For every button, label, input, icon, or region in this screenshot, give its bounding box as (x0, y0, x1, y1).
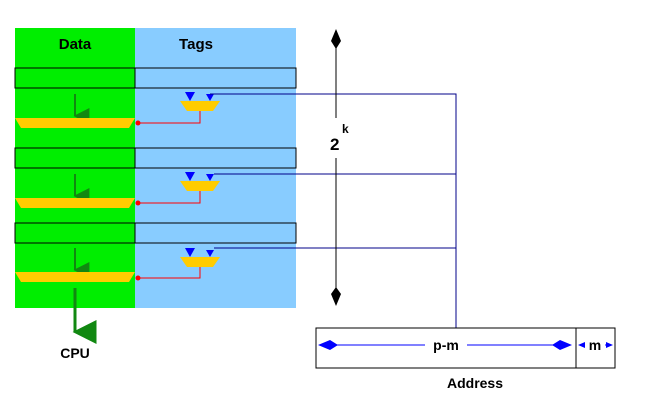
select-line (138, 267, 201, 279)
address-caption: Address (447, 375, 503, 391)
multiplexer-icon (15, 118, 135, 128)
address-low-field: m (589, 337, 601, 353)
cache-bank-3 (14, 222, 297, 282)
size-exponent: k (342, 122, 349, 136)
select-dot (135, 200, 141, 206)
select-line (138, 111, 201, 124)
tag-line (134, 67, 297, 89)
multiplexer-icon (15, 272, 135, 282)
tags-header: Tags (179, 36, 213, 53)
size-base: 2 (330, 135, 339, 154)
cache-bank-2 (14, 147, 297, 208)
tag-line (134, 222, 297, 244)
select-dot (135, 120, 141, 126)
comparator-icon (180, 248, 220, 267)
high-field-label-bg (425, 336, 467, 354)
comparator-icon (180, 92, 220, 111)
tag-line (134, 147, 297, 169)
select-dot (135, 275, 141, 281)
address-high-field: p-m (433, 337, 459, 353)
cache-bank-1 (14, 67, 297, 128)
size-label-bg (327, 118, 355, 158)
cpu-label: CPU (60, 345, 90, 361)
data-header: Data (59, 36, 92, 53)
low-field-label-bg (585, 336, 605, 354)
double-arrow-icon (331, 29, 341, 306)
multiplexer-icon (15, 198, 135, 208)
select-line (138, 191, 201, 204)
tag-wires (210, 93, 457, 328)
comparator-icon (180, 172, 220, 191)
